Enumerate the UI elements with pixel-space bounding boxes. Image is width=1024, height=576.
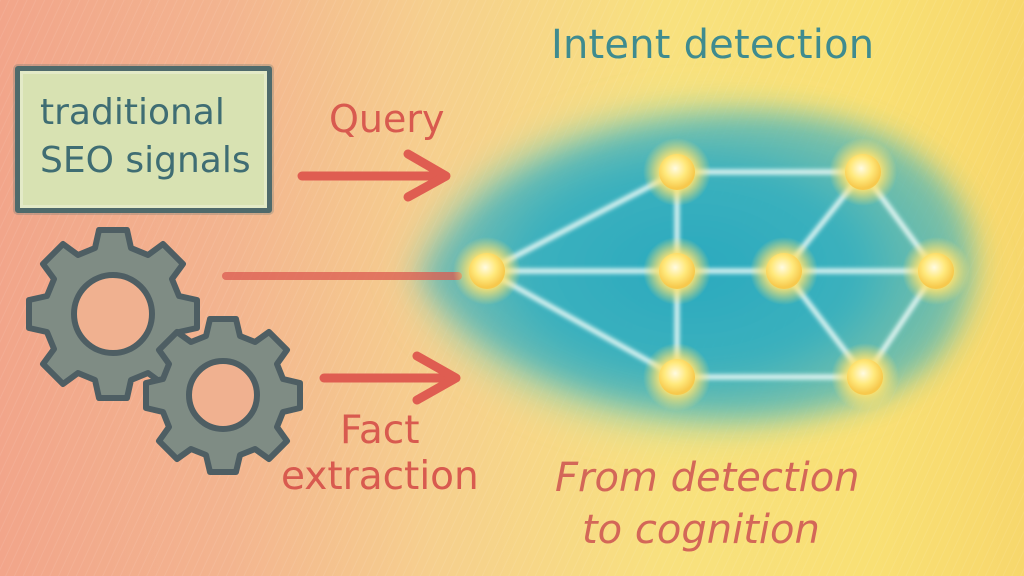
node-center-left [643, 237, 711, 305]
node-top-right [829, 138, 897, 206]
intent-detection-title: Intent detection [551, 22, 875, 68]
query-arrow-icon [297, 149, 451, 202]
node-left [453, 237, 521, 305]
large-gear-icon [26, 227, 200, 401]
network-nodes [453, 138, 970, 411]
node-bottom-right [831, 343, 899, 411]
caption-line-2: to cognition [582, 507, 820, 553]
node-center-right [750, 237, 818, 305]
node-bottom-left [643, 343, 711, 411]
traditional-seo-signals-box: traditional SEO signals [15, 66, 272, 213]
node-top-left [643, 138, 711, 206]
caption-line-1: From detection [555, 455, 860, 501]
node-right [902, 237, 970, 305]
seo-box-line-1: traditional [40, 92, 225, 133]
query-label: Query [329, 97, 445, 141]
gears-icon [26, 227, 303, 475]
fact-label-line-2: extraction [281, 454, 479, 499]
fact-label-line-1: Fact [340, 408, 420, 453]
small-gear-icon [143, 316, 303, 475]
fact-arrow-icon [319, 351, 461, 405]
seo-box-line-2: SEO signals [40, 140, 251, 181]
